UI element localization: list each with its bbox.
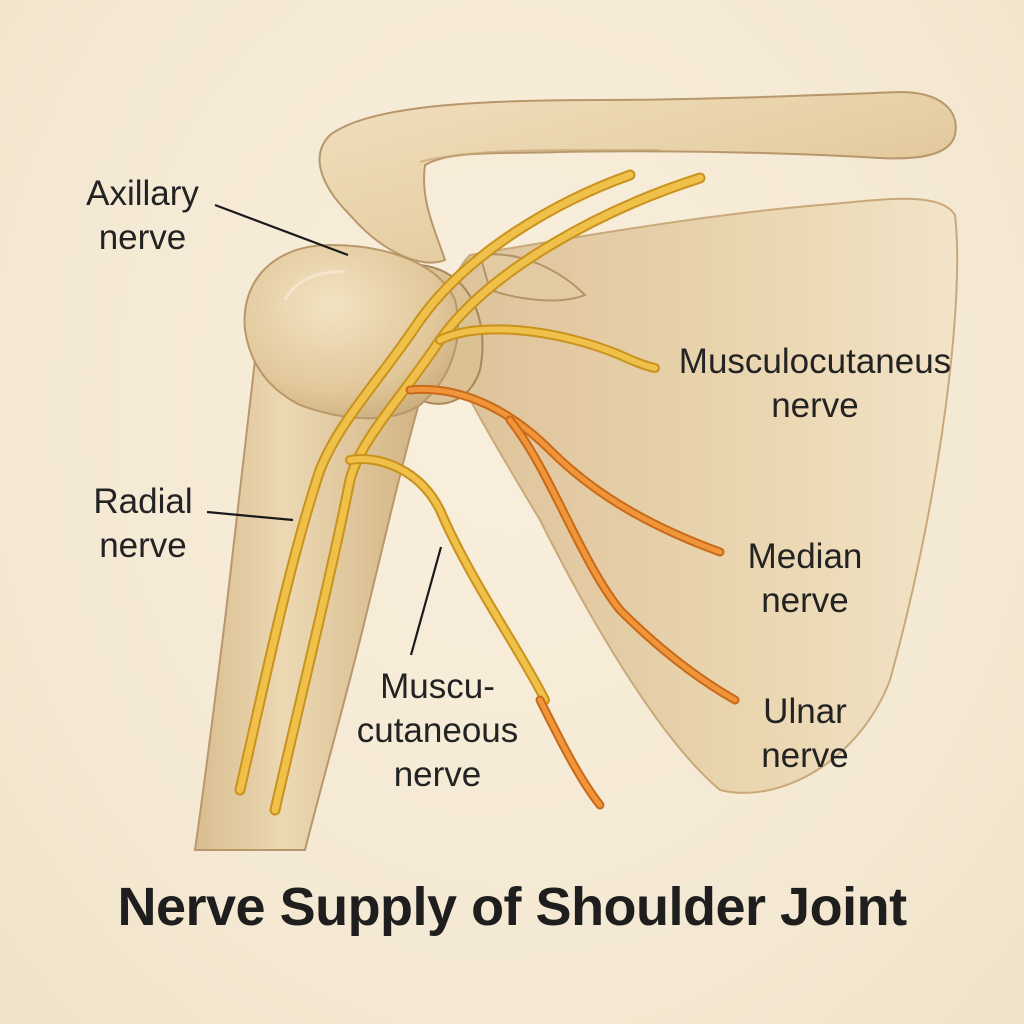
humeral-head bbox=[243, 243, 459, 420]
label-radial-nerve: Radial nerve bbox=[78, 480, 208, 568]
label-axillary-line1: Axillary bbox=[86, 174, 199, 213]
label-musculocutaneous-nerve-right: Musculocutaneus nerve bbox=[660, 340, 970, 428]
coracoid-process bbox=[478, 253, 587, 302]
label-musculocutaneous-right-line2: nerve bbox=[771, 386, 859, 425]
nerve-trunks-yellow bbox=[234, 169, 706, 816]
label-ulnar-line1: Ulnar bbox=[763, 692, 847, 731]
label-median-line2: nerve bbox=[761, 581, 849, 620]
label-musculocutaneous-lower-line1: Muscu- bbox=[380, 667, 495, 706]
label-median-line1: Median bbox=[747, 537, 863, 576]
label-median-nerve: Median nerve bbox=[735, 535, 875, 623]
label-axillary-line2: nerve bbox=[98, 218, 187, 257]
leader-lines bbox=[206, 203, 443, 656]
leader-axillary bbox=[214, 203, 349, 257]
label-musculocutaneous-nerve-lower: Muscu- cutaneous nerve bbox=[345, 665, 530, 797]
label-ulnar-nerve: Ulnar nerve bbox=[745, 690, 865, 778]
label-musculocutaneous-lower-line3: nerve bbox=[393, 755, 482, 794]
clavicle-acromion bbox=[318, 90, 957, 264]
label-radial-line2: nerve bbox=[99, 526, 187, 565]
label-radial-line1: Radial bbox=[93, 482, 193, 521]
label-musculocutaneous-lower-line2: cutaneous bbox=[356, 711, 519, 750]
diagram-title: Nerve Supply of Shoulder Joint bbox=[117, 877, 907, 937]
leader-radial bbox=[206, 510, 294, 522]
nerve-branches-orange bbox=[405, 384, 740, 810]
label-musculocutaneous-right-line1: Musculocutaneus bbox=[678, 342, 952, 381]
scapula bbox=[446, 197, 959, 794]
leader-musculocutaneous-lower bbox=[409, 546, 443, 656]
label-axillary-nerve: Axillary nerve bbox=[70, 172, 215, 260]
label-ulnar-line2: nerve bbox=[761, 736, 849, 775]
